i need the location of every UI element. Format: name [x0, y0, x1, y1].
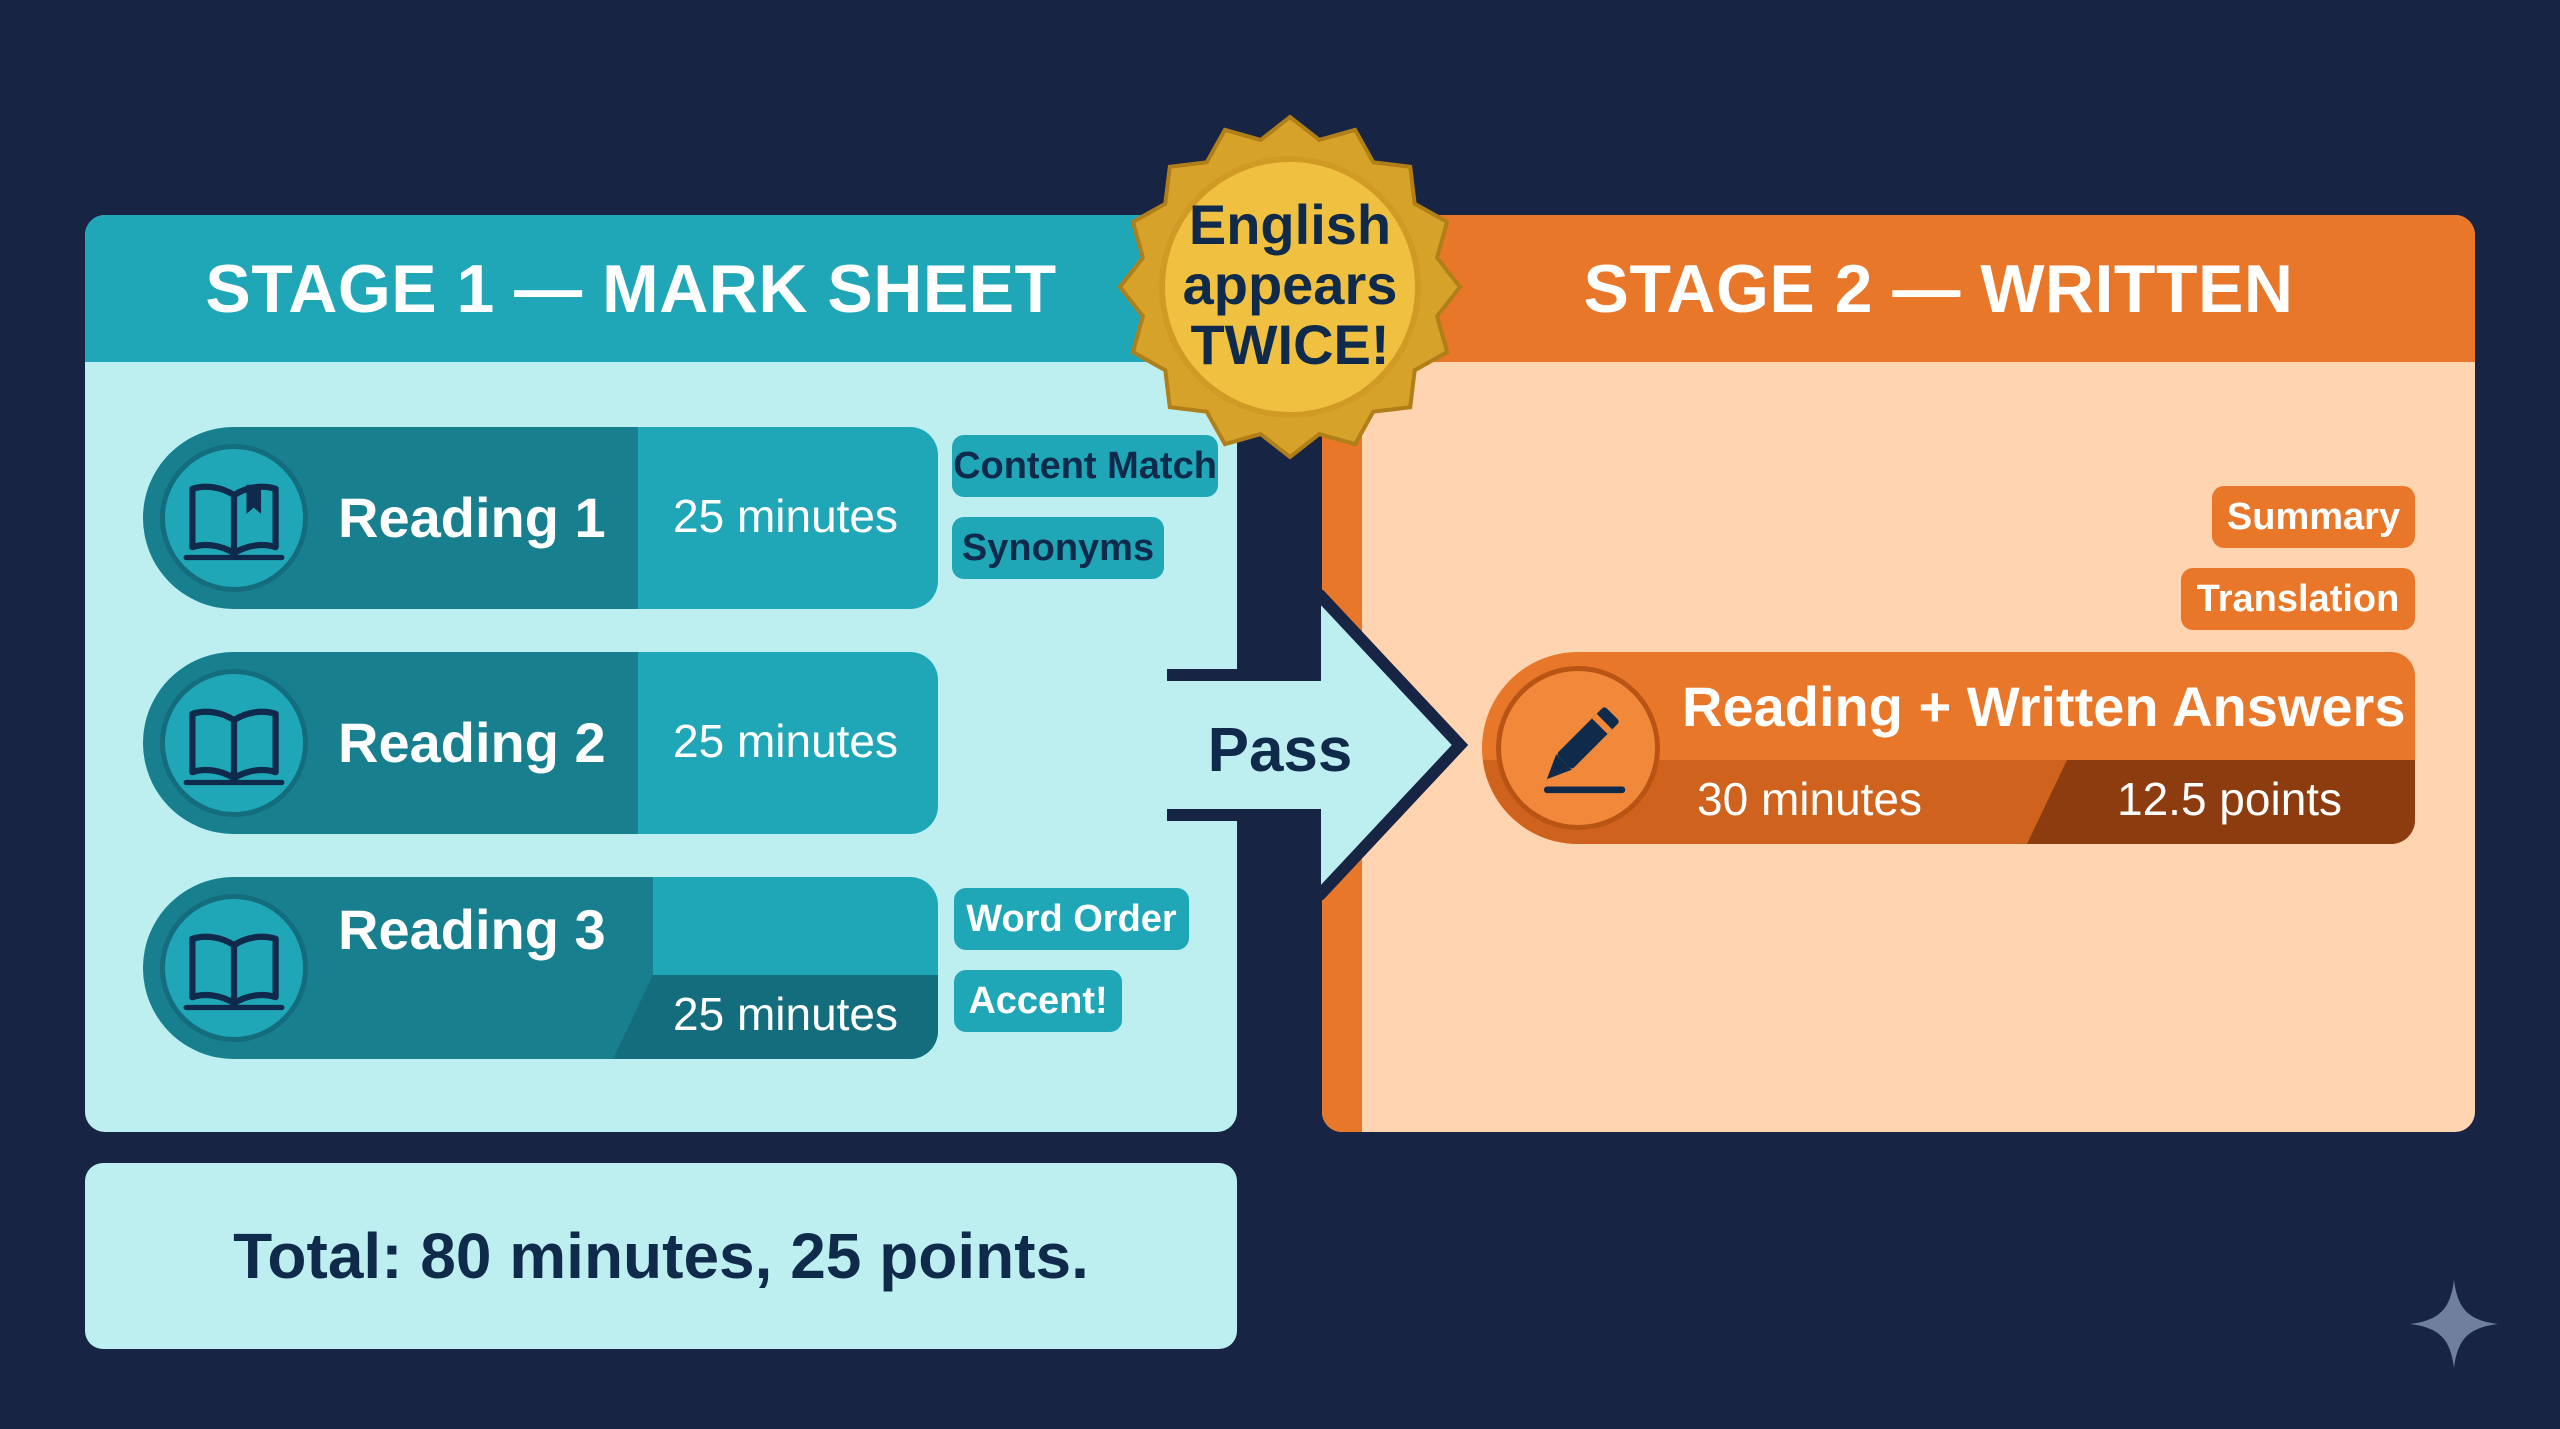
- reading-1-row: Reading 1 25 minutes: [143, 427, 938, 609]
- reading-3-time-section: [613, 975, 938, 1059]
- right-arrow-icon: [1165, 590, 1469, 900]
- card-points-section: [2027, 760, 2415, 844]
- tag-synonyms: Synonyms: [952, 517, 1164, 579]
- card-points: 12.5 points: [2117, 773, 2343, 825]
- reading-2-label: Reading 2: [338, 711, 606, 774]
- reading-2-icon-circle: [160, 669, 308, 817]
- tag-accent: Accent!: [954, 970, 1122, 1032]
- reading-1-time: 25 minutes: [673, 490, 899, 542]
- reading-written-answers-card: Reading + Written Answers 30 minutes 12.…: [1482, 652, 2415, 844]
- tag-translation: Translation: [2181, 568, 2415, 630]
- reading-2-time: 25 minutes: [673, 715, 899, 767]
- stage2-title: STAGE 2 — WRITTEN: [1583, 250, 2294, 327]
- open-book-icon: [183, 933, 285, 1011]
- stage2-header: [1322, 215, 2475, 362]
- tag-word-order: Word Order: [954, 888, 1189, 950]
- badge-text: English appears TWICE!: [1150, 180, 1430, 390]
- tag-summary: Summary: [2212, 486, 2415, 548]
- badge-line-2: appears: [1182, 253, 1398, 316]
- reading-3-time: 25 minutes: [673, 988, 899, 1040]
- stage1-header: [85, 215, 1237, 362]
- sparkle-icon: [2409, 1279, 2499, 1369]
- pen-icon: [1543, 707, 1626, 794]
- reading-1-icon-circle: [160, 444, 308, 592]
- card-title: Reading + Written Answers: [1682, 675, 2406, 738]
- reading-3-label: Reading 3: [338, 898, 606, 961]
- reading-3-row: Reading 3 25 minutes: [143, 877, 938, 1059]
- card-time: 30 minutes: [1697, 773, 1923, 825]
- total-summary: Total: 80 minutes, 25 points.: [85, 1163, 1237, 1349]
- open-book-icon: [183, 708, 285, 786]
- seal-badge: [1117, 114, 1463, 460]
- badge-line-1: English: [1188, 193, 1392, 256]
- card-icon-circle: [1496, 666, 1660, 830]
- open-book-bookmark-icon: [183, 483, 285, 561]
- pass-label: Pass: [1207, 715, 1353, 785]
- badge-line-3: TWICE!: [1190, 313, 1390, 376]
- reading-1-label: Reading 1: [338, 486, 606, 549]
- reading-2-row: Reading 2 25 minutes: [143, 652, 938, 834]
- reading-3-icon-circle: [160, 894, 308, 1042]
- stage1-title: STAGE 1 — MARK SHEET: [205, 250, 1057, 327]
- tag-content-match: Content Match: [952, 435, 1218, 497]
